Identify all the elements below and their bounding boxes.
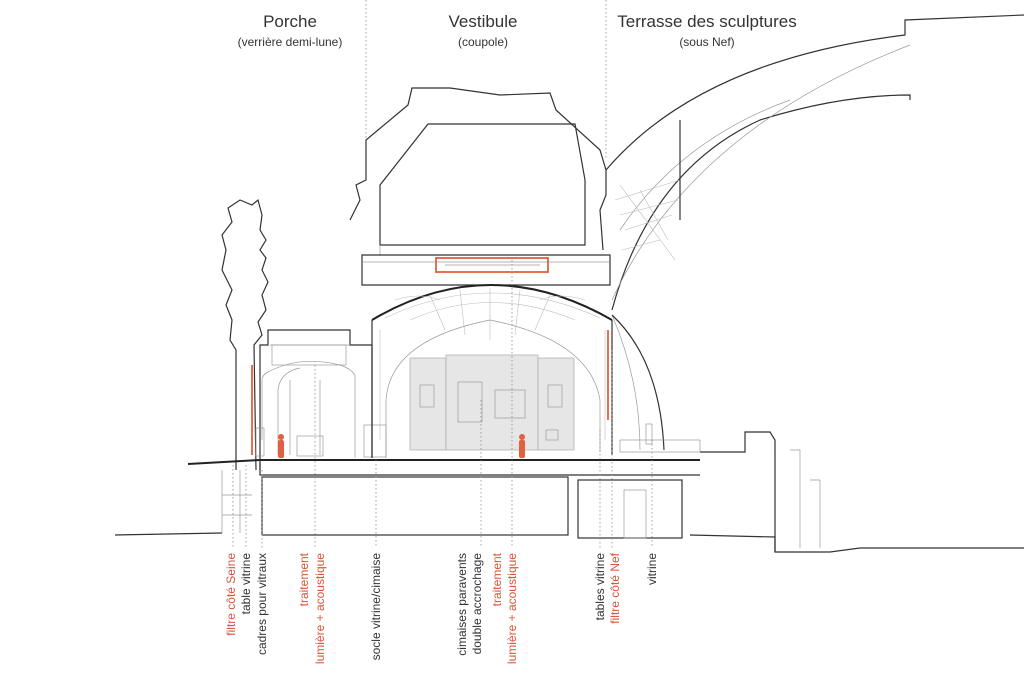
label-lumiere-acoustique-1: lumière + acoustique bbox=[313, 553, 327, 664]
label-cimaises-paravents: cimaises paravents bbox=[455, 553, 469, 656]
zone-terrasse-heading: Terrasse des sculptures (sous Nef) bbox=[617, 12, 797, 49]
zone-porche-subtitle: (verrière demi-lune) bbox=[238, 35, 343, 49]
vestibule-skylight-red-treatment bbox=[435, 257, 549, 273]
label-leaders bbox=[232, 260, 653, 548]
zone-vestibule-title: Vestibule bbox=[449, 12, 518, 31]
floor-and-basement bbox=[187, 459, 700, 539]
human-figure-porch bbox=[278, 434, 284, 458]
zone-porche-title: Porche bbox=[263, 12, 317, 31]
zone-porche-heading: Porche (verrière demi-lune) bbox=[238, 12, 343, 49]
human-figure-vestibule bbox=[519, 434, 525, 458]
zone-vestibule-subtitle: (coupole) bbox=[458, 35, 508, 49]
label-cadres-vitraux: cadres pour vitraux bbox=[255, 553, 269, 655]
label-table-vitrine: table vitrine bbox=[239, 553, 253, 615]
annotation-labels: filtre côté Seine table vitrine cadres p… bbox=[224, 552, 659, 664]
nef-vault bbox=[605, 14, 1024, 552]
label-vitrine: vitrine bbox=[645, 553, 659, 585]
label-filtre-seine: filtre côté Seine bbox=[224, 553, 238, 636]
label-double-accrochage: double accrochage bbox=[470, 553, 484, 655]
tree-silhouette bbox=[221, 198, 269, 471]
label-filtre-nef: filtre côté Nef bbox=[608, 552, 622, 623]
label-traitement-2: traitement bbox=[490, 552, 504, 606]
cimaises-paravents bbox=[409, 354, 575, 451]
label-lumiere-acoustique-2: lumière + acoustique bbox=[505, 553, 519, 664]
zone-terrasse-title: Terrasse des sculptures bbox=[617, 12, 797, 31]
zone-terrasse-subtitle: (sous Nef) bbox=[679, 35, 734, 49]
porche-structure bbox=[255, 329, 387, 470]
label-traitement-1: traitement bbox=[297, 552, 311, 606]
ground-line bbox=[114, 532, 1024, 553]
vestibule-structure bbox=[251, 87, 613, 458]
label-socle-vitrine: socle vitrine/cimaise bbox=[369, 553, 383, 661]
zone-vestibule-heading: Vestibule (coupole) bbox=[449, 12, 518, 49]
label-tables-vitrine: tables vitrine bbox=[593, 553, 607, 621]
